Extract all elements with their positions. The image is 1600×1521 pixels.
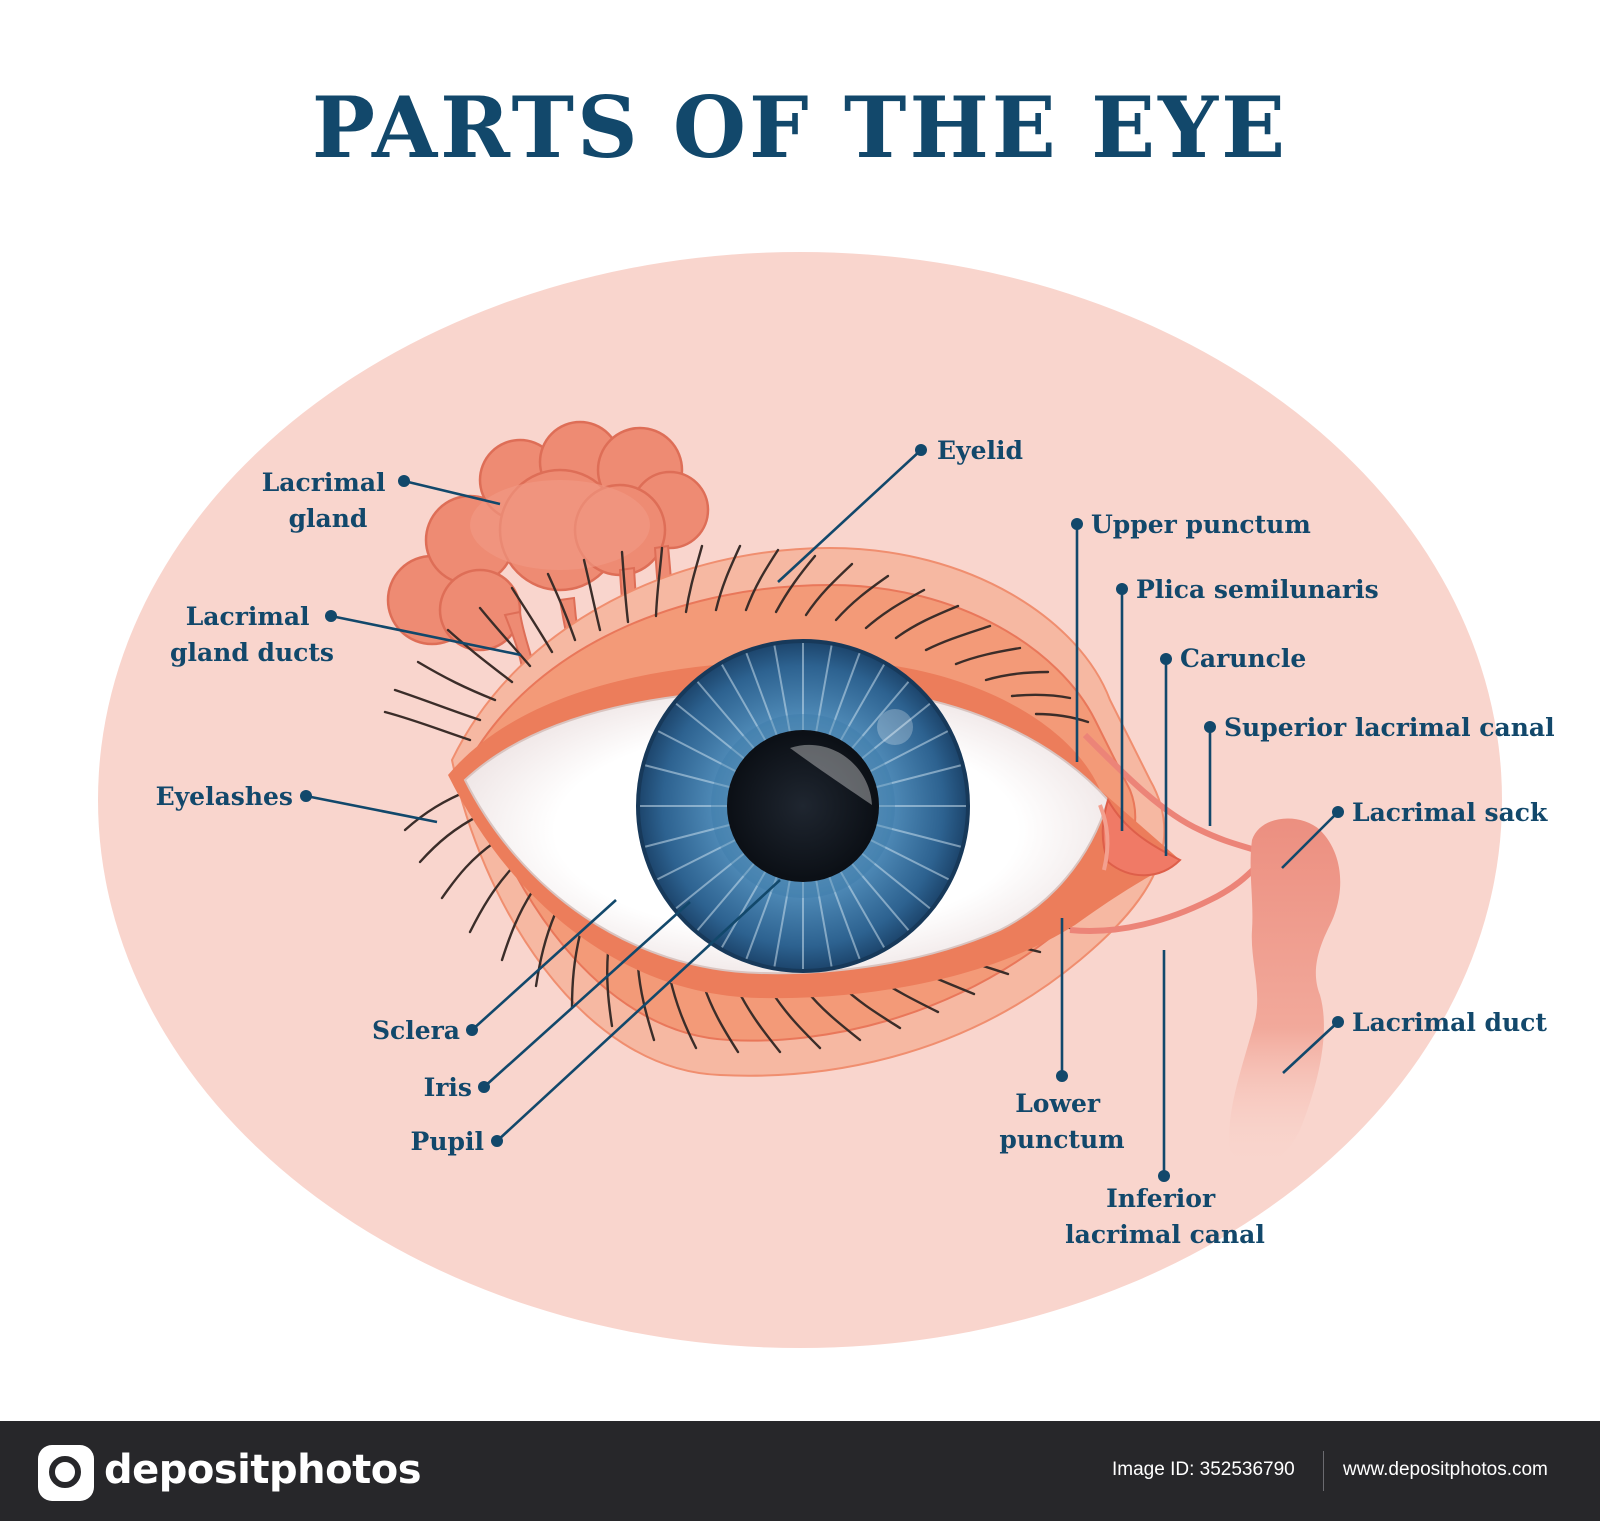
depositphotos-logo-icon <box>38 1445 94 1501</box>
pupil-shape <box>727 730 879 882</box>
label-lacrimal-gland: Lacrimal gland <box>262 468 395 533</box>
label-lacrimal-sack: Lacrimal sack <box>1352 798 1548 827</box>
footer-bar: depositphotos Image ID: 352536790 www.de… <box>0 1421 1600 1521</box>
footer-image-id: Image ID: 352536790 <box>1112 1459 1295 1480</box>
label-lower-punctum-line1: Lower <box>1015 1089 1101 1118</box>
footer-divider <box>1323 1451 1324 1491</box>
label-lacrimal-gland-ducts: Lacrimal gland ducts <box>170 602 334 667</box>
eye-diagram: Lacrimal gland Lacrimal gland ducts Eyel… <box>98 252 1555 1348</box>
label-plica-semilunaris: Plica semilunaris <box>1136 575 1379 604</box>
superior-lacrimal-canal-shape <box>1082 732 1256 853</box>
page-title: PARTS OF THE EYE <box>311 78 1289 177</box>
inferior-lacrimal-canal-shape <box>1069 862 1261 934</box>
label-pupil: Pupil <box>411 1127 484 1156</box>
label-lower-punctum: Lower punctum <box>999 1089 1124 1154</box>
label-superior-lacrimal-canal: Superior lacrimal canal <box>1224 713 1555 742</box>
label-lacrimal-gland-line2: gland <box>289 504 368 533</box>
caruncle-shape <box>1101 797 1182 877</box>
label-eyelashes: Eyelashes <box>156 782 293 811</box>
label-sclera: Sclera <box>372 1016 460 1045</box>
upper-eyelashes <box>383 544 1090 742</box>
label-lacrimal-gland-ducts-line2: gland ducts <box>170 638 334 667</box>
lacrimal-sack-shape <box>1229 818 1341 1168</box>
leader-lines <box>300 444 1344 1182</box>
label-upper-punctum: Upper punctum <box>1091 510 1311 539</box>
label-iris: Iris <box>424 1073 472 1102</box>
label-lacrimal-gland-line1: Lacrimal <box>262 468 386 497</box>
label-inferior-lacrimal-canal: Inferior lacrimal canal <box>1065 1184 1265 1249</box>
footer-site-url: www.depositphotos.com <box>1343 1459 1548 1480</box>
footer-logo-text: depositphotos <box>104 1447 422 1493</box>
label-lacrimal-duct: Lacrimal duct <box>1352 1008 1547 1037</box>
label-lower-punctum-line2: punctum <box>999 1125 1124 1154</box>
label-eyelid: Eyelid <box>937 436 1023 465</box>
label-inferior-lacrimal-canal-line1: Inferior <box>1106 1184 1216 1213</box>
label-inferior-lacrimal-canal-line2: lacrimal canal <box>1065 1220 1265 1249</box>
label-lacrimal-gland-ducts-line1: Lacrimal <box>186 602 310 631</box>
label-caruncle: Caruncle <box>1180 644 1306 673</box>
